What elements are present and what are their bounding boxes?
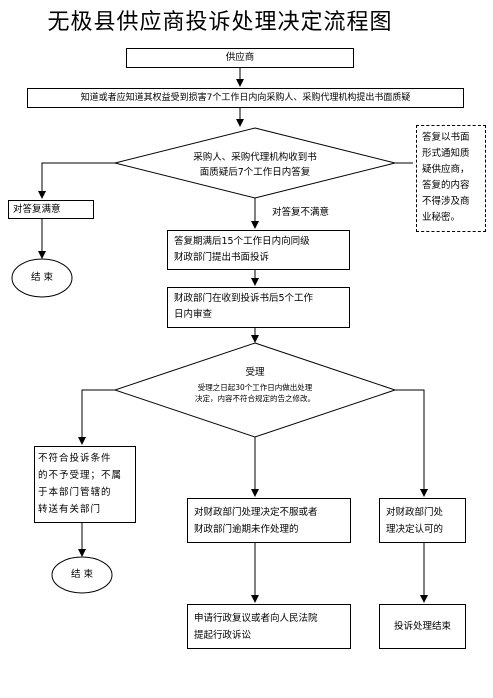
note-line1: 答复以书面 [422, 132, 470, 143]
arrow-to-agree [395, 389, 428, 497]
diamond1-line1: 采购人、采购代理机构收到书 [193, 152, 317, 163]
node-end-1: 结 束 [12, 270, 72, 286]
reject-line1: 不符合投诉条件 [38, 453, 112, 464]
note-line2: 形式通知质 [422, 148, 470, 159]
reject-line2: 的不予受理；不属 [38, 470, 123, 481]
node-closed-label: 投诉处理结束 [393, 620, 451, 632]
review-line2: 日内审查 [174, 309, 213, 320]
agree-line2: 理决定认可的 [386, 524, 444, 535]
node-supplier: 供应商 [126, 48, 354, 68]
node-satisfied: 对答复满意 [8, 200, 94, 219]
complaint-line1: 答复期满后15个工作日内向同级 [174, 236, 310, 247]
note-line5: 不得涉及商 [422, 196, 470, 207]
note-line6: 业秘密。 [422, 212, 461, 223]
label-unsatisfied: 对答复不满意 [272, 207, 330, 218]
diamond2-text: 受理之日起30个工作日内做出处理 决定，内容不符合规定的告之修改。 [175, 382, 335, 404]
note-line4: 答复的内容 [422, 180, 470, 191]
node-end-2-label: 结 束 [70, 569, 94, 580]
note-reply-form: 答复以书面 形式通知质 疑供应商， 答复的内容 不得涉及商 业秘密。 [416, 125, 486, 232]
node-know-harm-label: 知道或者应知道其权益受到损害7个工作日内向采购人、采购代理机构提出书面质疑 [80, 93, 411, 103]
diamond2-line1: 受理之日起30个工作日内做出处理 [197, 383, 313, 392]
diamond1-text: 采购人、采购代理机构收到书 面质疑后7个工作日内答复 [170, 150, 340, 180]
reject-line4: 转送有关部门 [38, 504, 102, 515]
node-agree: 对财政部门处 理决定认可的 [379, 498, 466, 543]
complaint-line2: 财政部门提出书面投诉 [174, 252, 270, 263]
node-satisfied-label: 对答复满意 [13, 204, 61, 215]
node-supplier-label: 供应商 [225, 52, 255, 63]
node-complaint: 答复期满后15个工作日内向同级 财政部门提出书面投诉 [167, 230, 350, 270]
disagree-line1: 对财政部门处理决定不服或者 [194, 507, 318, 518]
arrow-to-reject [78, 389, 115, 445]
appeal-line1: 申请行政复议或者向人民法院 [194, 613, 318, 624]
arrow-to-satisfied [38, 162, 115, 199]
end-oval-1 [11, 258, 73, 298]
agree-line1: 对财政部门处 [386, 507, 444, 518]
node-end-2: 结 束 [52, 567, 112, 583]
appeal-line2: 提起行政诉讼 [194, 630, 252, 641]
disagree-line2: 财政部门逾期未作处理的 [194, 524, 299, 535]
node-appeal: 申请行政复议或者向人民法院 提起行政诉讼 [187, 604, 351, 649]
node-disagree: 对财政部门处理决定不服或者 财政部门逾期未作处理的 [187, 498, 351, 543]
node-review: 财政部门在收到投诉书后5个工作 日内审查 [167, 287, 350, 328]
reject-line3: 于本部门管辖的 [38, 487, 112, 498]
node-know-harm: 知道或者应知道其权益受到损害7个工作日内向采购人、采购代理机构提出书面质疑 [27, 88, 464, 108]
review-line1: 财政部门在收到投诉书后5个工作 [174, 293, 314, 304]
diamond2-line2: 决定，内容不符合规定的告之修改。 [195, 394, 315, 403]
end-oval-2 [51, 556, 113, 594]
note-line3: 疑供应商， [422, 164, 470, 175]
diamond1-line2: 面质疑后7个工作日内答复 [199, 167, 311, 178]
node-end-1-label: 结 束 [30, 272, 54, 283]
page-title: 无极县供应商投诉处理决定流程图 [47, 10, 393, 35]
node-reject: 不符合投诉条件 的不予受理；不属 于本部门管辖的 转送有关部门 [34, 446, 136, 523]
diamond2-title: 受理 [245, 367, 265, 378]
node-closed: 投诉处理结束 [379, 604, 466, 649]
